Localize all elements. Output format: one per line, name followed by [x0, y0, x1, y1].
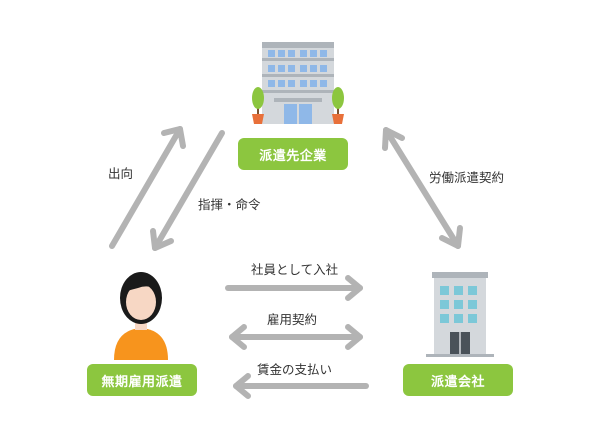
wage-payment-label: 賃金の支払い — [257, 362, 333, 377]
command-label: 指揮・命令 — [198, 197, 261, 212]
wage-payment-arrow — [233, 373, 369, 399]
client-company-label: 派遣先企業 — [238, 138, 348, 170]
secondment-arrow — [109, 126, 186, 249]
labor-contract-label: 労働派遣契約 — [429, 170, 505, 185]
join-as-employee-label: 社員として入社 — [251, 262, 339, 277]
labor-contract-arrow — [382, 127, 463, 249]
secondment-label: 出向 — [108, 166, 134, 181]
office-building-icon — [252, 42, 344, 124]
worker-label: 無期雇用派遣 — [87, 364, 197, 396]
command-arrow — [150, 130, 225, 251]
employment-contract-label: 雇用契約 — [267, 312, 318, 327]
join-as-employee-arrow — [225, 275, 363, 301]
dispatch-company-label: 派遣会社 — [403, 364, 513, 396]
person-icon — [114, 272, 168, 360]
small-office-building-icon — [426, 272, 494, 357]
employment-contract-arrow — [229, 324, 363, 350]
